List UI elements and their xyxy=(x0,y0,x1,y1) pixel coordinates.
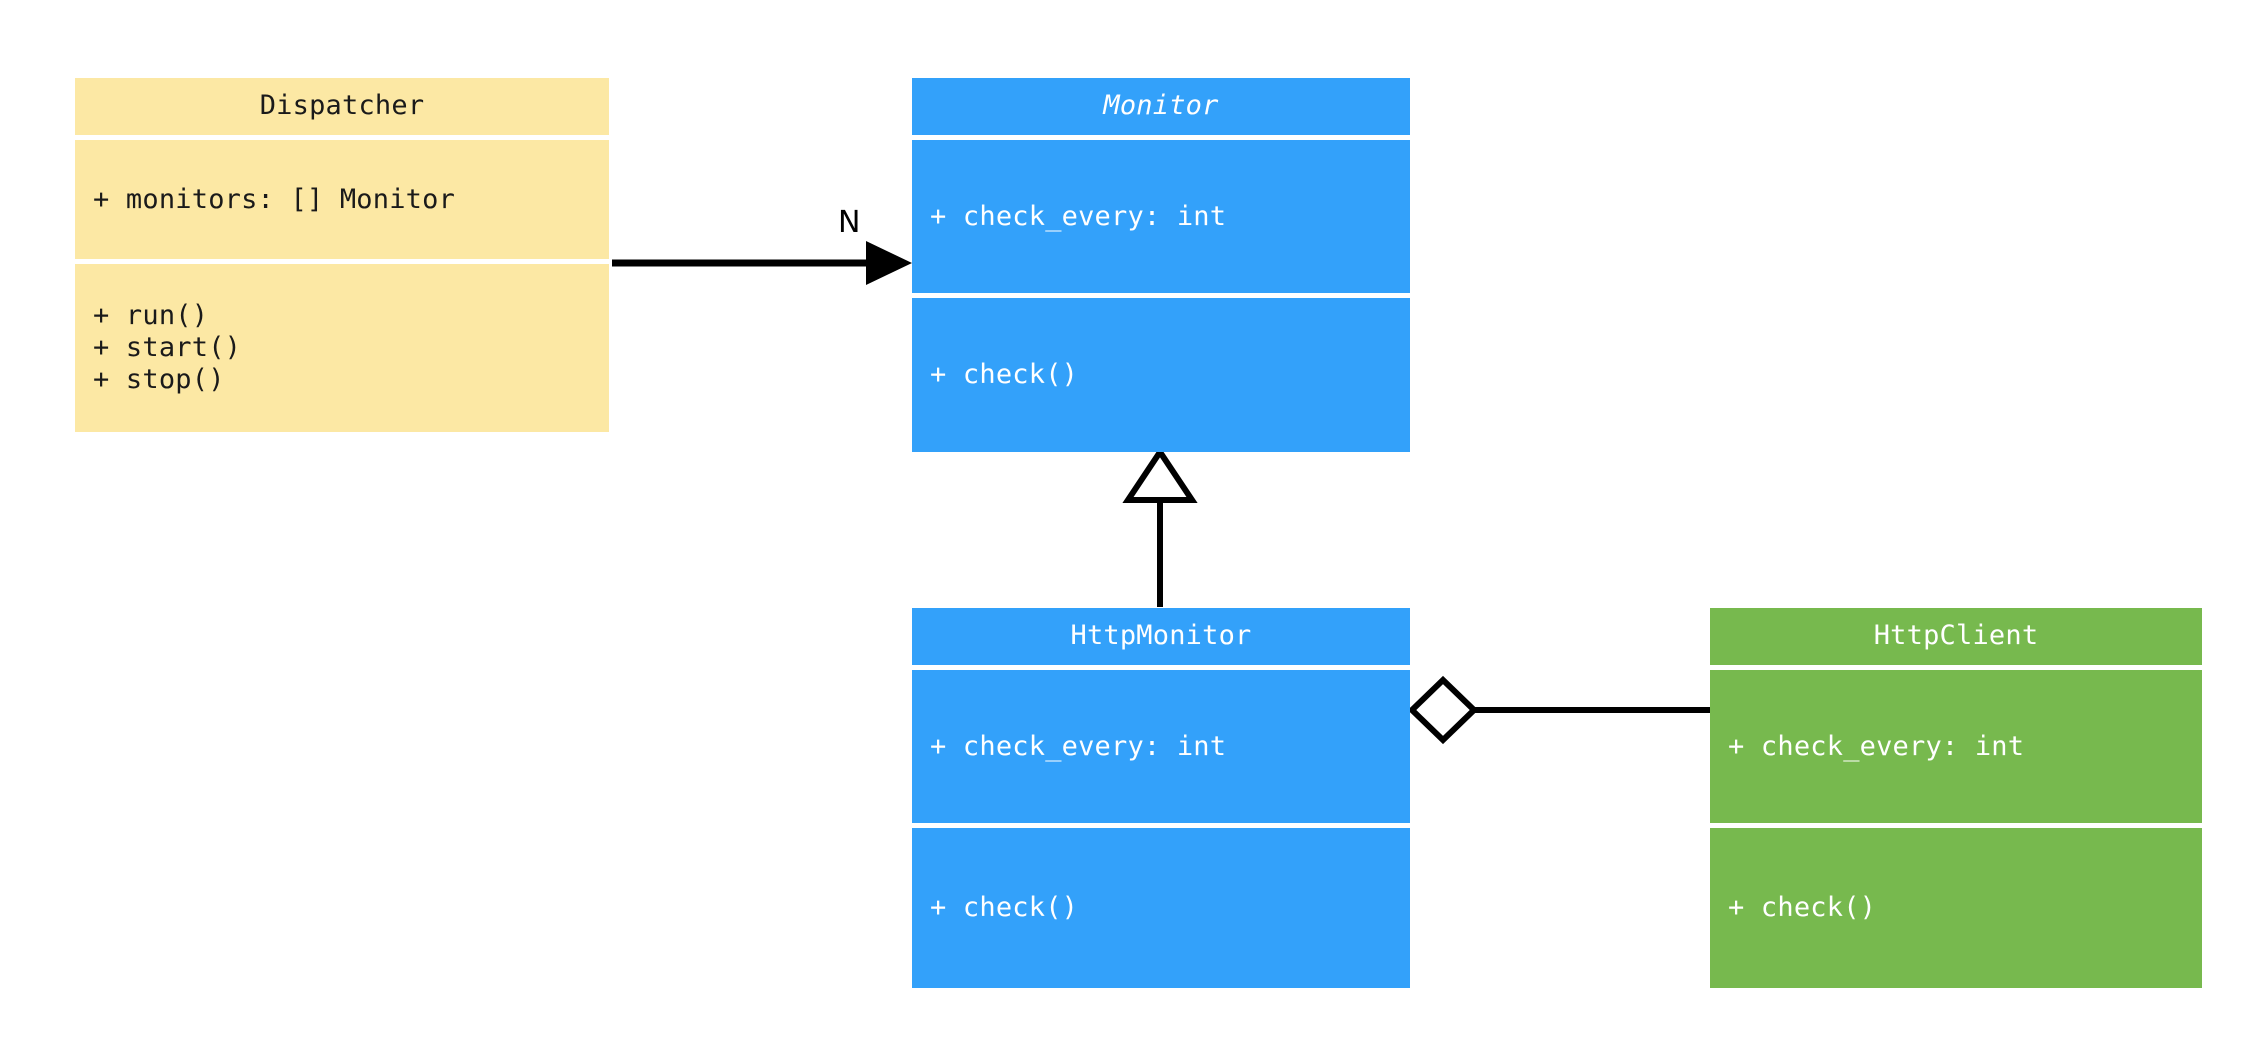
class-attributes-compartment-dispatcher: + monitors: [] Monitor xyxy=(75,140,609,259)
edge-httpmonitor-to-httpclient xyxy=(1407,675,1710,745)
class-box-http-monitor[interactable]: HttpMonitor + check_every: int + check() xyxy=(912,608,1410,988)
method-row: + check() xyxy=(930,359,1079,390)
attribute-row: + check_every: int xyxy=(930,730,1227,762)
class-name-http-monitor: HttpMonitor xyxy=(1070,620,1252,652)
class-methods-compartment-http-client: + check() xyxy=(1710,828,2202,988)
method-row: + check() xyxy=(930,892,1079,923)
class-name-monitor: Monitor xyxy=(1103,90,1219,122)
hollow-diamond-icon xyxy=(1407,675,1479,745)
edge-httpmonitor-to-monitor xyxy=(1122,446,1198,607)
class-attributes-compartment-http-monitor: + check_every: int xyxy=(912,670,1410,823)
class-methods-compartment-dispatcher: + run() + start() + stop() xyxy=(75,264,609,432)
class-title-compartment-dispatcher: Dispatcher xyxy=(75,78,609,135)
attribute-row: + check_every: int xyxy=(1728,730,2025,762)
attribute-row: + monitors: [] Monitor xyxy=(93,183,456,215)
class-attributes-compartment-monitor: + check_every: int xyxy=(912,140,1410,293)
class-name-http-client: HttpClient xyxy=(1873,620,2039,652)
class-title-compartment-http-client: HttpClient xyxy=(1710,608,2202,665)
method-row: + check() xyxy=(1728,892,1877,923)
class-title-compartment-monitor: Monitor xyxy=(912,78,1410,135)
attribute-row: + check_every: int xyxy=(930,200,1227,232)
hollow-triangle-icon xyxy=(1122,446,1198,503)
class-attributes-compartment-http-client: + check_every: int xyxy=(1710,670,2202,823)
class-box-http-client[interactable]: HttpClient + check_every: int + check() xyxy=(1710,608,2202,988)
method-row: + start() xyxy=(93,332,242,363)
edge-dispatcher-to-monitor xyxy=(612,241,912,285)
filled-arrowhead-icon xyxy=(866,241,912,285)
class-box-dispatcher[interactable]: Dispatcher + monitors: [] Monitor + run(… xyxy=(75,78,609,452)
edge-label-multiplicity-n: N xyxy=(838,205,861,240)
class-methods-compartment-monitor: + check() xyxy=(912,298,1410,452)
class-box-monitor[interactable]: Monitor + check_every: int + check() xyxy=(912,78,1410,452)
method-row: + stop() xyxy=(93,364,225,395)
class-title-compartment-http-monitor: HttpMonitor xyxy=(912,608,1410,665)
class-methods-compartment-http-monitor: + check() xyxy=(912,828,1410,988)
class-name-dispatcher: Dispatcher xyxy=(259,90,425,122)
method-row: + run() xyxy=(93,300,209,331)
